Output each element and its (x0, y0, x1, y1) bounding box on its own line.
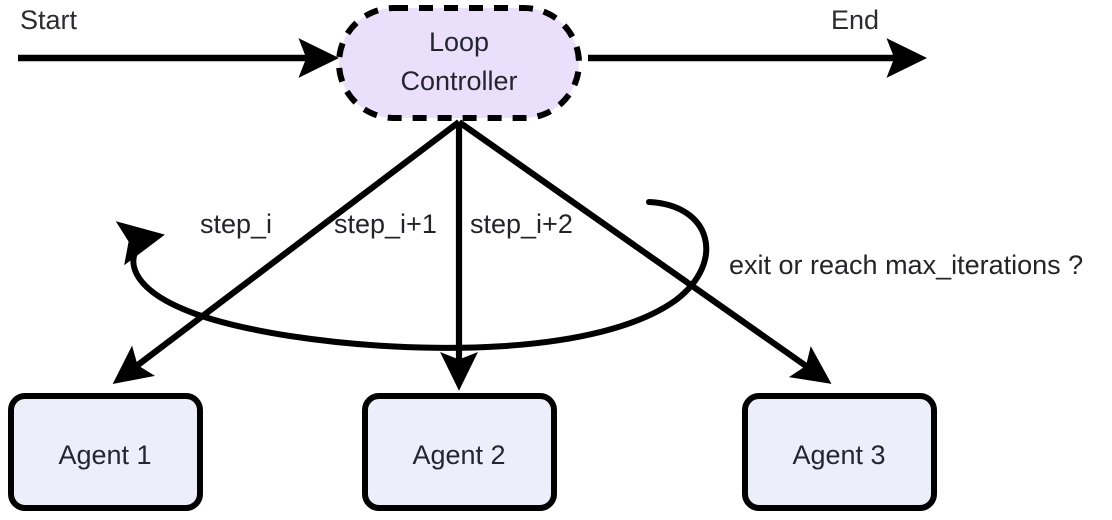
edge-controller-to-agent-3 (457, 119, 832, 384)
edge-feedback-loop (115, 199, 710, 351)
agent-1-node[interactable] (8, 393, 203, 511)
edge-label-step-i-plus-2: step_i+2 (470, 209, 573, 239)
agent-1-label: Agent 1 (58, 440, 151, 470)
loop-controller-label-line-2: Controller (400, 66, 517, 96)
loop-controller-node[interactable] (336, 5, 582, 121)
agent-3-node[interactable] (742, 393, 937, 511)
edge-label-exit-condition: exit or reach max_iterations ? (729, 250, 1083, 280)
end-label: End (831, 5, 879, 35)
start-label: Start (20, 5, 78, 35)
edge-controller-to-agent-1 (112, 119, 461, 385)
agent-2-node[interactable] (362, 393, 557, 511)
agent-3-label: Agent 3 (792, 440, 885, 470)
edge-label-step-i: step_i (200, 209, 272, 239)
loop-controller-label-line-1: Loop (429, 27, 489, 57)
edge-label-step-i-plus-1: step_i+1 (334, 209, 437, 239)
agent-2-label: Agent 2 (412, 440, 505, 470)
